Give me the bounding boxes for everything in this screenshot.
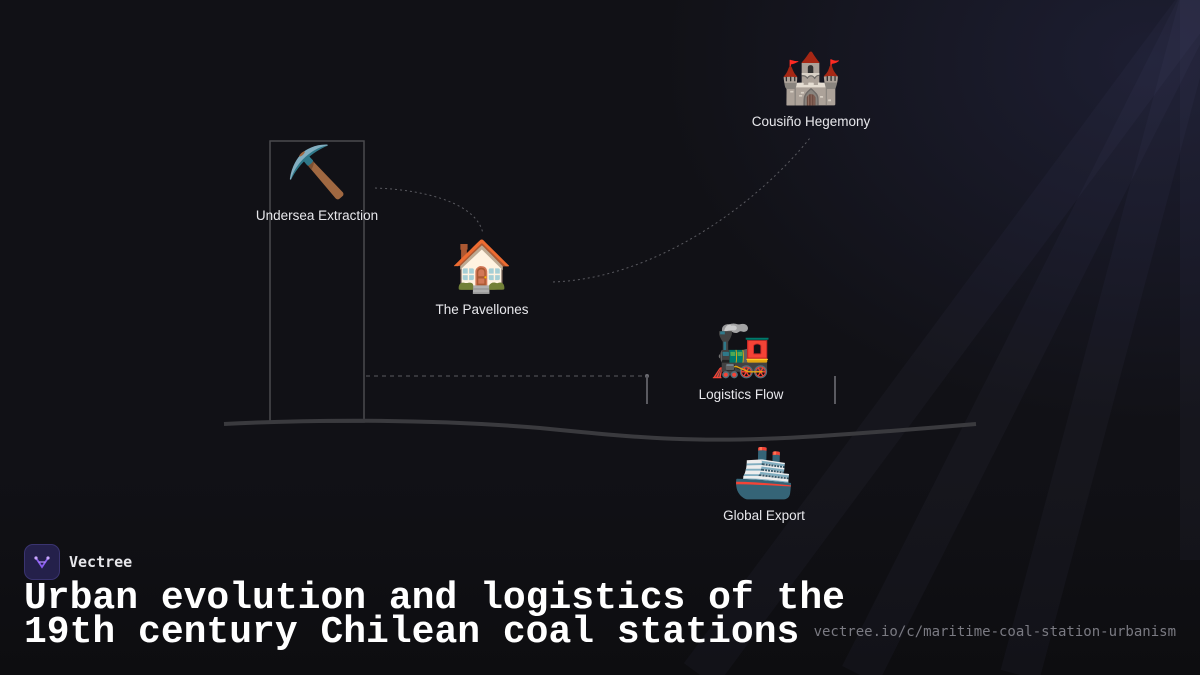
- coastline-path: [223, 418, 977, 442]
- title-line-1: Urban evolution and logistics of the: [24, 577, 845, 620]
- locomotive-icon: 🚂: [709, 322, 773, 380]
- node-label: Undersea Extraction: [255, 208, 379, 223]
- vectree-logo-icon: [24, 544, 60, 580]
- brand[interactable]: Vectree: [24, 544, 132, 580]
- source-url[interactable]: vectree.io/c/maritime-coal-station-urban…: [813, 624, 1176, 640]
- node-label: Cousiño Hegemony: [751, 114, 871, 129]
- node-the-pavellones: 🏠 The Pavellones: [435, 236, 528, 317]
- ship-icon: 🚢: [732, 443, 796, 501]
- brand-name: Vectree: [69, 553, 133, 571]
- node-cousino-hegemony: 🏰 Cousiño Hegemony: [752, 48, 871, 129]
- pickaxe-icon: ⛏️: [285, 143, 349, 201]
- connector-pavellones-hegemony: [552, 137, 811, 283]
- connector-extraction-pavellones: [374, 187, 484, 235]
- node-global-export: 🚢 Global Export: [723, 442, 805, 523]
- node-logistics-flow: 🚂 Logistics Flow: [699, 321, 784, 402]
- node-label: The Pavellones: [435, 302, 529, 317]
- castle-icon: 🏰: [779, 49, 843, 107]
- page-title: Urban evolution and logistics of the 19t…: [24, 577, 845, 654]
- title-line-2: 19th century Chilean coal stations: [24, 611, 800, 654]
- node-label: Logistics Flow: [698, 387, 784, 402]
- node-label: Global Export: [723, 508, 805, 523]
- house-icon: 🏠: [450, 237, 514, 295]
- node-undersea-extraction: ⛏️ Undersea Extraction: [256, 142, 378, 223]
